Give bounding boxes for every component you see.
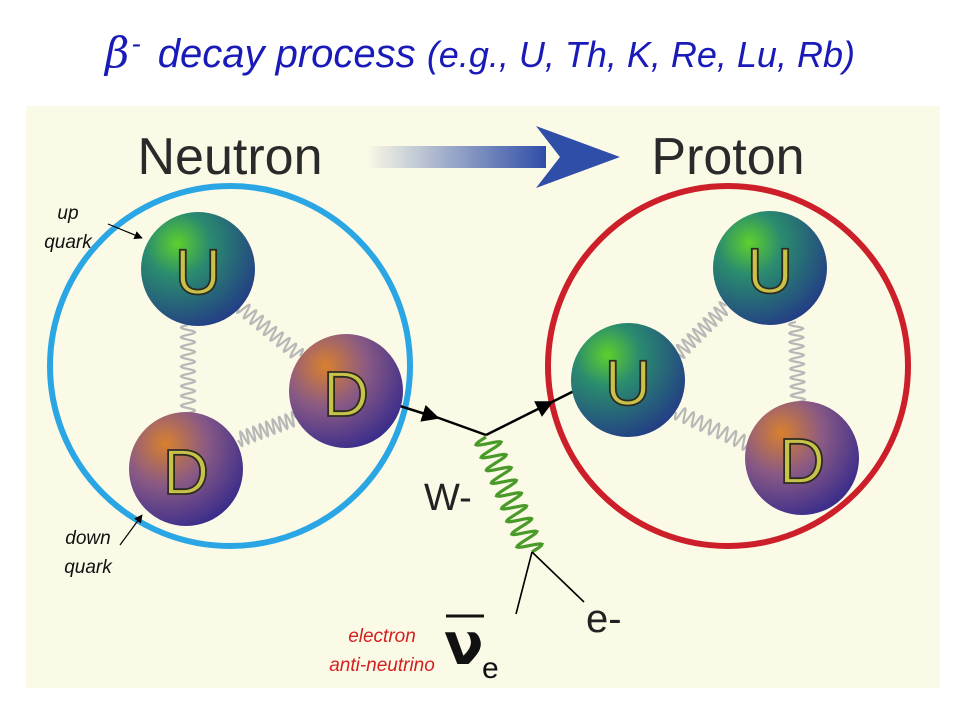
down-quark-label-line1: down xyxy=(65,528,110,549)
neutron-down-quark-right-letter: D xyxy=(323,358,369,430)
proton-up-quark-left: U xyxy=(571,323,685,437)
gluon-proton-upper xyxy=(676,301,728,359)
vertex-line-in xyxy=(435,415,487,437)
up-quark-pointer xyxy=(107,223,143,240)
transition-arrow xyxy=(366,126,620,188)
neutron-label: Neutron xyxy=(138,128,323,186)
gluon-proton-lower xyxy=(673,406,755,452)
proton-up-quark-left-letter: U xyxy=(605,347,651,419)
proton-circle xyxy=(545,183,911,549)
antineutrino-line xyxy=(515,551,533,615)
w-boson-label: W- xyxy=(424,477,472,519)
antineutrino-label-line1: electron xyxy=(348,626,416,647)
up-quark-outgoing-line xyxy=(485,400,554,437)
proton-up-quark-top: U xyxy=(713,211,827,325)
title-main: decay process xyxy=(157,32,416,76)
gluon-springs xyxy=(179,301,807,452)
w-boson-spring xyxy=(473,435,545,554)
page-title: β- decay process (e.g., U, Th, K, Re, Lu… xyxy=(0,28,960,77)
electron-label: e- xyxy=(586,597,622,641)
gluon-neutron-lower xyxy=(237,410,297,448)
up-quark-label-line1: up xyxy=(57,203,78,224)
neutron-down-quark-bottom-letter: D xyxy=(163,436,209,508)
antineutrino-label-line2: anti-neutrino xyxy=(329,655,435,676)
up-quark-label-line2: quark xyxy=(44,232,93,253)
proton-label: Proton xyxy=(651,128,804,186)
antineutrino-nu: ν xyxy=(444,610,484,678)
gluon-neutron-left xyxy=(179,323,197,415)
gluon-neutron-upper xyxy=(235,303,305,359)
electron-line xyxy=(531,551,585,603)
neutron-up-quark: U xyxy=(141,212,255,326)
down-quark-label-line2: quark xyxy=(64,557,113,578)
neutron-up-quark-letter: U xyxy=(175,236,221,308)
diagram-panel xyxy=(26,106,940,688)
beta-symbol: β xyxy=(105,28,130,77)
proton-down-quark: D xyxy=(745,401,859,515)
title-examples: (e.g., U, Th, K, Re, Lu, Rb) xyxy=(426,34,855,75)
gluon-proton-right xyxy=(787,320,807,404)
proton-up-quark-top-letter: U xyxy=(747,235,793,307)
proton-down-quark-letter: D xyxy=(779,425,825,497)
antineutrino-subscript: e xyxy=(482,652,499,685)
down-quark-pointer xyxy=(119,514,143,546)
w-boson-wave xyxy=(473,435,545,554)
beta-superscript: - xyxy=(131,28,141,59)
neutron-down-quark-right: D xyxy=(289,334,403,448)
neutron-circle xyxy=(47,183,413,549)
antineutrino-symbol: ν e xyxy=(444,610,499,685)
neutron-down-quark-bottom: D xyxy=(129,412,243,526)
